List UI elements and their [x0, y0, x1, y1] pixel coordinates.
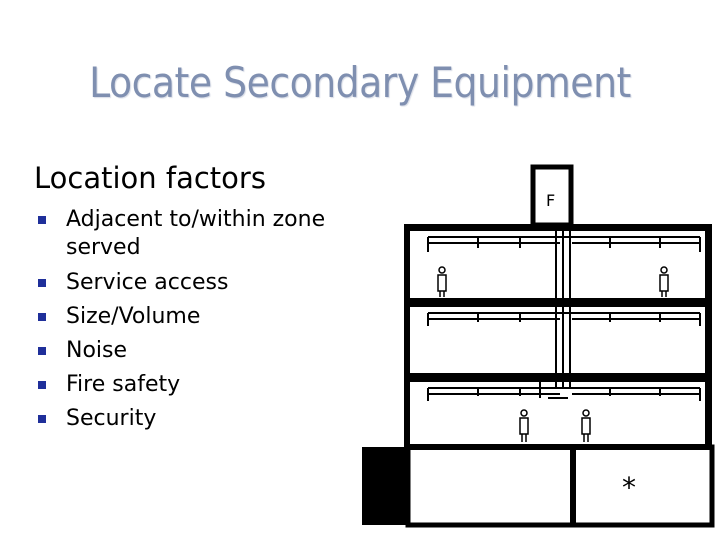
square-bullet-icon — [38, 216, 46, 224]
list-item: Adjacent to/within zone served — [38, 206, 378, 262]
list-item-text: Size/Volume — [66, 304, 201, 329]
person-icon — [519, 409, 529, 442]
square-bullet-icon — [38, 279, 46, 287]
building-walls — [404, 226, 712, 448]
vertical-shaft — [539, 224, 571, 399]
fan-room-label: F — [546, 191, 555, 210]
list-item: Security — [38, 402, 378, 436]
basement-marker: * — [622, 471, 636, 504]
person-icon — [437, 266, 447, 297]
section-heading: Location factors — [34, 161, 266, 195]
square-bullet-icon — [38, 347, 46, 355]
list-item-text: Service access — [66, 270, 229, 295]
floor-slabs — [404, 224, 712, 450]
basement: * — [362, 444, 715, 528]
list-item: Size/Volume — [38, 300, 378, 334]
square-bullet-icon — [38, 313, 46, 321]
person-icon — [659, 266, 669, 297]
person-icons — [437, 266, 669, 442]
square-bullet-icon — [38, 381, 46, 389]
fan-room: F — [530, 164, 574, 228]
list-item: Service access — [38, 266, 378, 300]
list-item: Noise — [38, 334, 378, 368]
square-bullet-icon — [38, 415, 46, 423]
list-item-text: Adjacent to/within zone served — [66, 207, 326, 260]
list-item-text: Noise — [66, 338, 128, 363]
list-item-text: Fire safety — [66, 372, 181, 397]
list-item: Fire safety — [38, 368, 378, 402]
slide-title: Locate Secondary Equipment — [89, 58, 631, 107]
bullet-list: Adjacent to/within zone served Service a… — [38, 206, 378, 436]
person-icon — [581, 409, 591, 442]
list-item-text: Security — [66, 406, 157, 431]
